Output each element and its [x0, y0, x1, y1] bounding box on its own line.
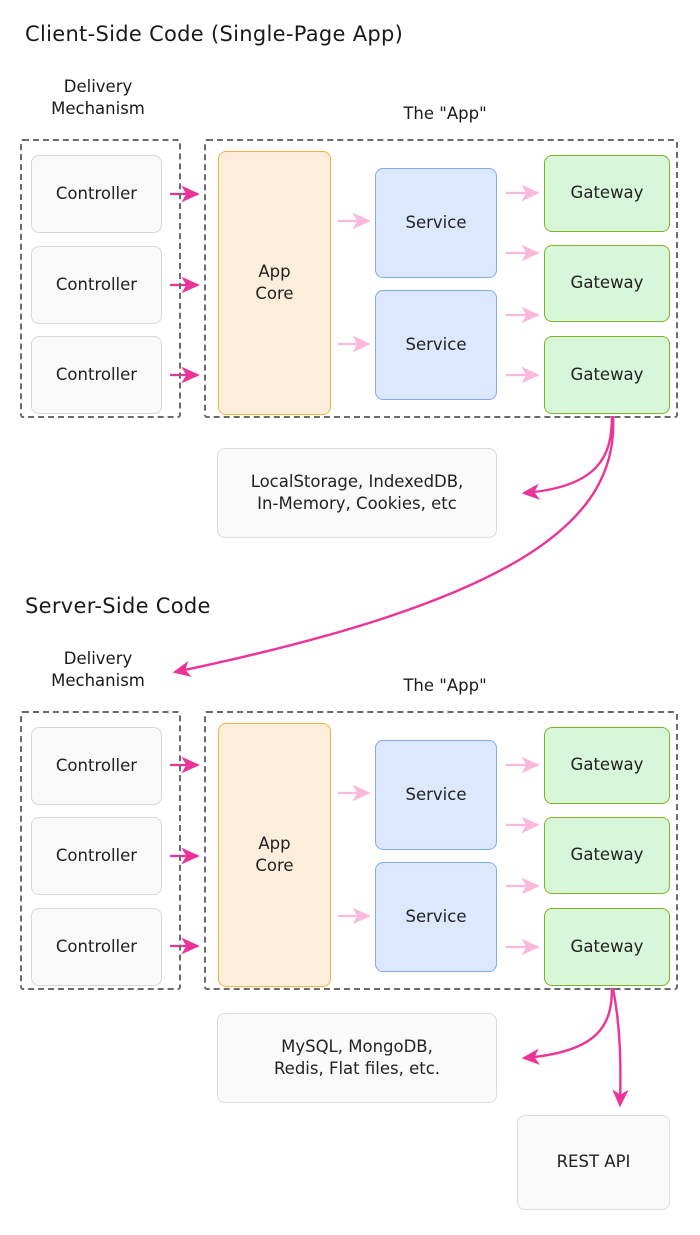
client-delivery-group: [20, 139, 181, 418]
server-app-core[interactable]: App Core: [218, 723, 331, 987]
server-service-1[interactable]: Service: [375, 740, 497, 850]
server-controller-2[interactable]: Controller: [31, 817, 162, 895]
client-app-label: The "App": [403, 104, 487, 123]
client-app-group: [204, 139, 678, 418]
client-controller-2[interactable]: Controller: [31, 246, 162, 324]
server-controller-1[interactable]: Controller: [31, 727, 162, 805]
client-section-title: Client-Side Code (Single-Page App): [25, 22, 404, 46]
server-app-group: [204, 711, 678, 990]
client-service-2[interactable]: Service: [375, 290, 497, 400]
client-delivery-mechanism-label: Delivery Mechanism: [51, 77, 145, 118]
server-gateway-1[interactable]: Gateway: [544, 727, 670, 804]
gateway-to-client-storage-curve: [521, 415, 614, 500]
client-gateway-3[interactable]: Gateway: [544, 336, 670, 414]
server-app-label: The "App": [403, 676, 487, 695]
server-storage-box[interactable]: MySQL, MongoDB, Redis, Flat files, etc.: [217, 1013, 497, 1103]
server-section-title: Server-Side Code: [25, 594, 211, 618]
client-gateway-2[interactable]: Gateway: [544, 245, 670, 322]
client-controller-3[interactable]: Controller: [31, 336, 162, 414]
rest-api-box[interactable]: REST API: [517, 1115, 670, 1210]
client-service-1[interactable]: Service: [375, 168, 497, 278]
gateway-to-server-storage-curve: [521, 987, 614, 1065]
client-controller-1[interactable]: Controller: [31, 155, 162, 233]
server-gateway-2[interactable]: Gateway: [544, 817, 670, 894]
gateway-to-rest-api-curve: [611, 987, 629, 1108]
server-controller-3[interactable]: Controller: [31, 908, 162, 986]
client-storage-box[interactable]: LocalStorage, IndexedDB, In-Memory, Cook…: [217, 448, 497, 538]
server-gateway-3[interactable]: Gateway: [544, 908, 670, 986]
server-delivery-group: [20, 711, 181, 990]
client-app-core[interactable]: App Core: [218, 151, 331, 415]
server-service-2[interactable]: Service: [375, 862, 497, 972]
client-gateway-1[interactable]: Gateway: [544, 155, 670, 232]
server-delivery-mechanism-label: Delivery Mechanism: [51, 649, 145, 690]
